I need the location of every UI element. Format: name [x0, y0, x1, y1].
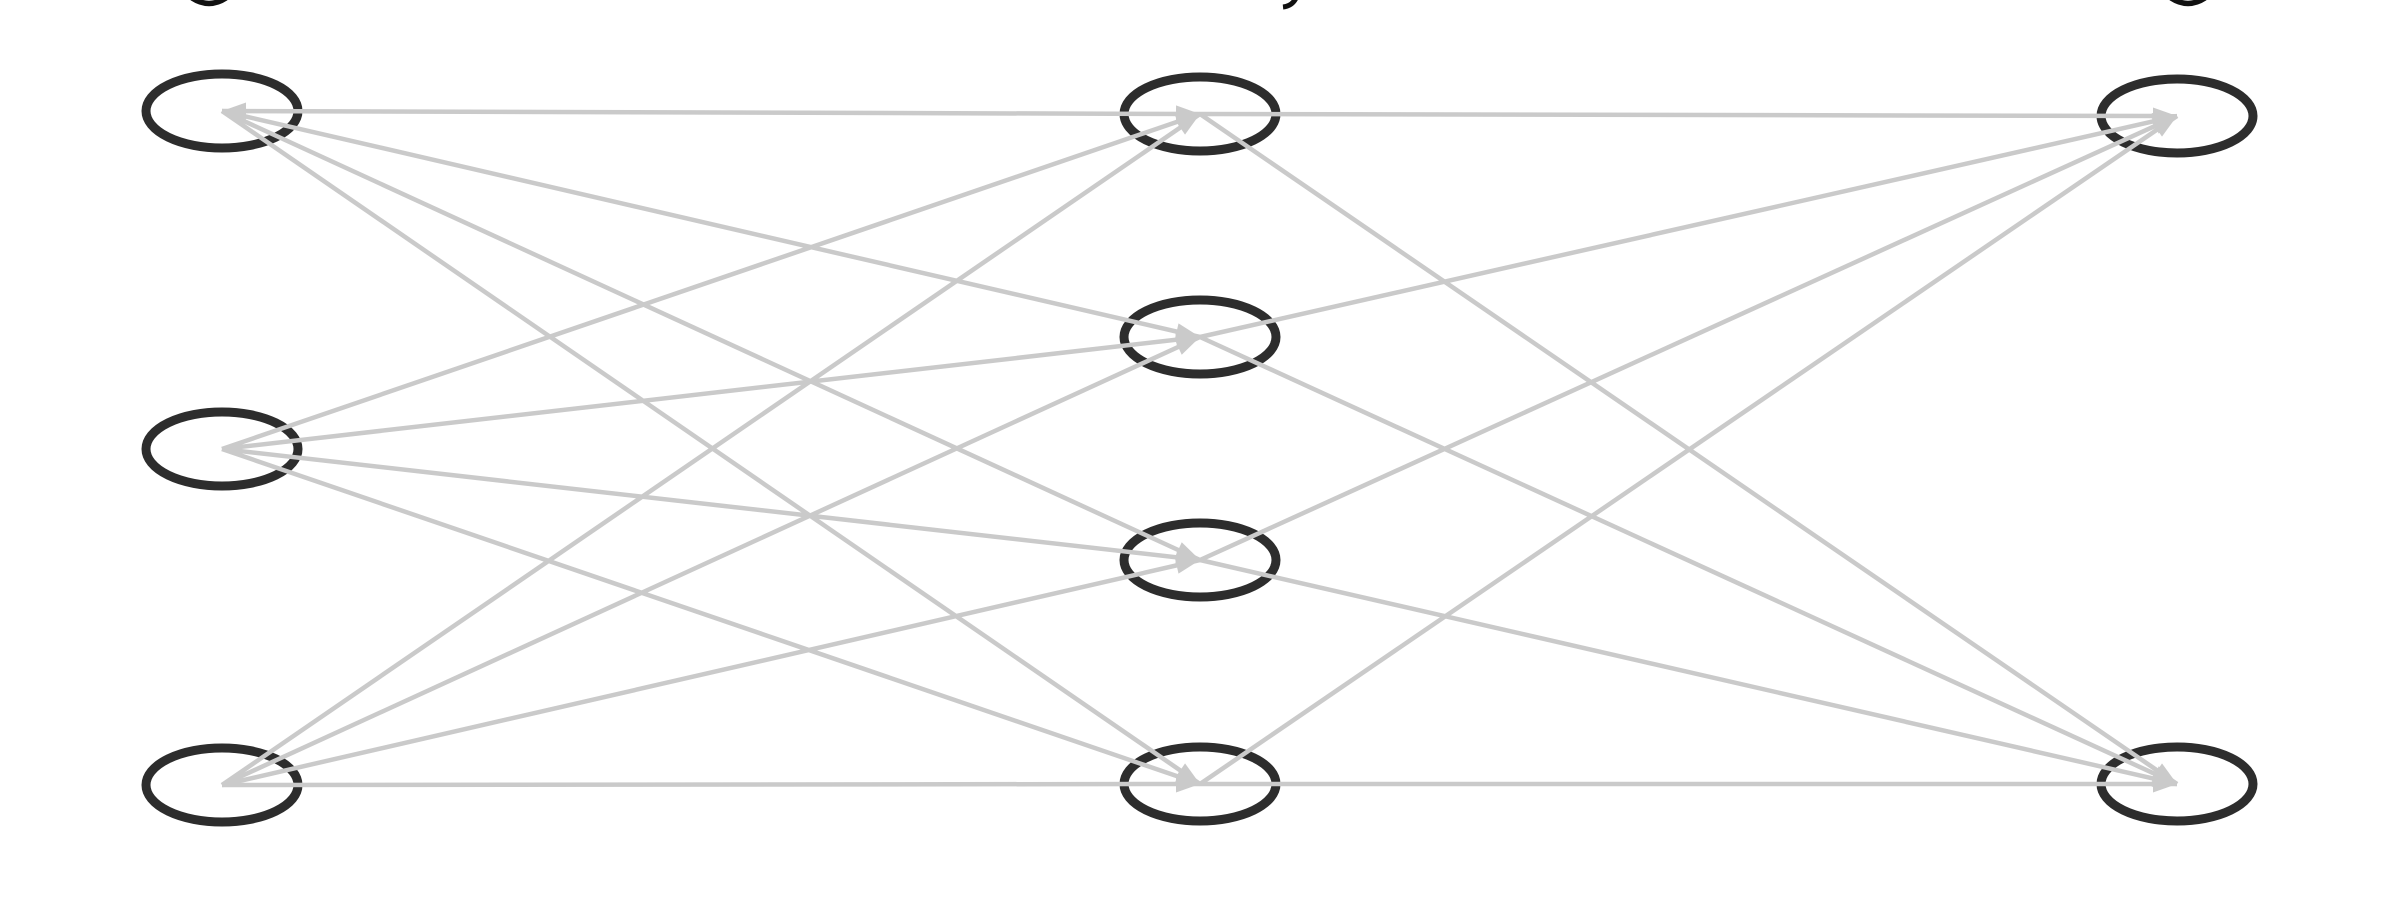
edge-arrowhead: [222, 102, 246, 120]
edge-arrowhead: [1175, 775, 1200, 793]
edge: [1199, 557, 2178, 787]
edge: [1199, 111, 2178, 119]
cut-off-label-descender: [190, 0, 228, 7]
edge: [221, 108, 1201, 117]
edge-arrowhead: [1174, 337, 1200, 355]
edge-arrowhead: [1174, 557, 1200, 574]
edge: [221, 108, 1201, 340]
edge: [1198, 114, 2179, 786]
edge: [1199, 334, 2178, 787]
edge: [220, 112, 1202, 787]
edge-arrowhead: [2153, 775, 2177, 793]
edge: [221, 334, 1201, 788]
edge: [221, 446, 1201, 787]
edge: [221, 557, 1201, 788]
edge: [221, 108, 1201, 563]
edge: [1199, 113, 2178, 563]
edge: [221, 111, 1201, 452]
cut-off-label-descender: [2169, 0, 2207, 7]
edge-arrowhead: [1175, 114, 1200, 135]
edge: [1199, 113, 2178, 340]
edge-arrowhead: [2152, 116, 2177, 137]
edge: [221, 781, 1201, 788]
cut-off-label-descender: [1282, 0, 1298, 10]
edge: [221, 446, 1201, 563]
edge: [221, 334, 1201, 452]
